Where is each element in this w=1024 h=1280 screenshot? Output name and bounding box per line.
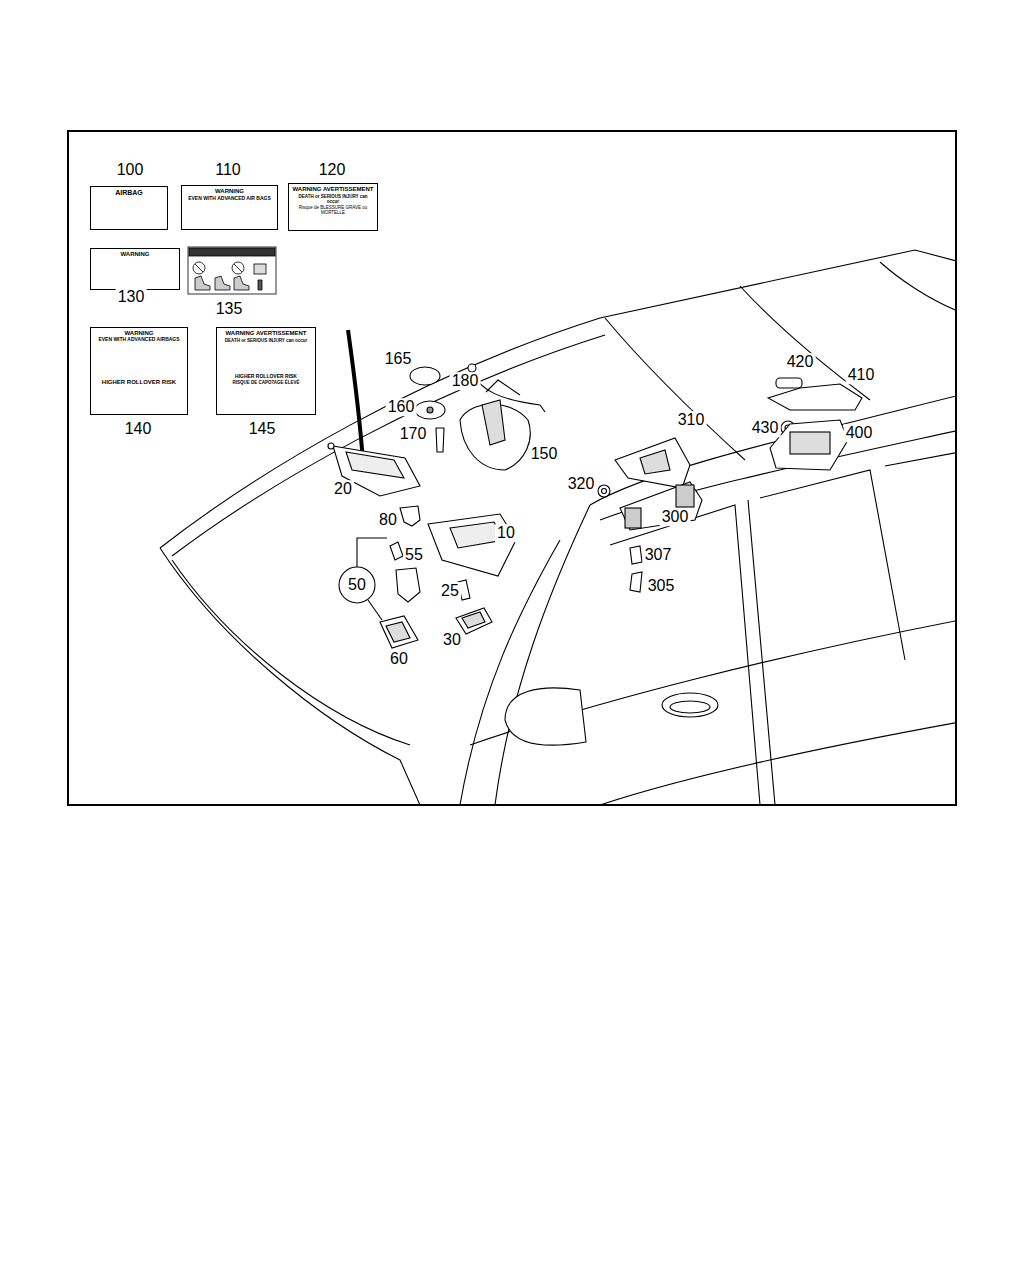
label-text: HIGHER ROLLOVER RISK (94, 379, 184, 386)
callout-number: 140 (123, 420, 154, 438)
parts (328, 330, 862, 648)
callout-number: 320 (566, 475, 597, 493)
warning-label: WARNING AVERTISSEMENTDEATH or SERIOUS IN… (216, 327, 316, 415)
label-text: WARNING (185, 188, 274, 195)
callout-number: 55 (403, 546, 425, 564)
car-outline (160, 250, 955, 804)
label-text: HIGHER ROLLOVER RISK (220, 374, 312, 380)
label-text: RISQUE DE CAPOTAGE ÉLEVÉ (220, 380, 312, 385)
callout-number: 80 (377, 511, 399, 529)
callout-number: 130 (116, 288, 147, 306)
callout-number: 145 (247, 420, 278, 438)
callout-number: 100 (115, 161, 146, 179)
warning-label: WARNINGEVEN WITH ADVANCED AIRBAGS HIGHER … (90, 327, 188, 415)
callout-number: 120 (317, 161, 348, 179)
warning-label: AIRBAG (90, 186, 168, 230)
callout-number: 400 (844, 424, 875, 442)
callout-number: 420 (785, 353, 816, 371)
callout-number: 307 (643, 546, 674, 564)
label-text: WARNING (94, 330, 184, 337)
warning-label: WARNINGEVEN WITH ADVANCED AIR BAGS (181, 185, 278, 230)
callout-number: 20 (332, 480, 354, 498)
label-text: AIRBAG (94, 189, 164, 197)
callout-number: 110 (213, 161, 243, 179)
callout-number: 410 (846, 366, 877, 384)
label-text: DEATH or SERIOUS INJURY can occur (292, 194, 374, 204)
label-text: EVEN WITH ADVANCED AIRBAGS (94, 337, 184, 343)
callout-number: 25 (439, 582, 461, 600)
callout-number: 170 (398, 425, 429, 443)
callout-number: 160 (386, 398, 417, 416)
callout-number: 30 (441, 631, 463, 649)
label-text: WARNING AVERTISSEMENT (292, 186, 374, 193)
callout-number: 50 (346, 576, 368, 594)
warning-label: WARNING (90, 248, 180, 290)
label-text: DEATH or SERIOUS INJURY can occur (220, 338, 312, 343)
frame (68, 131, 956, 805)
label-text: EVEN WITH ADVANCED AIR BAGS (185, 196, 274, 202)
callout-number: 430 (750, 419, 781, 437)
callout-number: 10 (495, 524, 517, 542)
label-text: Risque de BLESSURE GRAVE ou MORTELLE (292, 205, 374, 215)
label-text: WARNING (94, 251, 176, 258)
callout-number: 180 (450, 372, 481, 390)
callout-number: 310 (676, 411, 707, 429)
callout-number: 300 (660, 508, 691, 526)
callout-number: 150 (529, 445, 560, 463)
callout-number: 135 (214, 300, 245, 318)
callout-number: 60 (388, 650, 410, 668)
label-text: WARNING AVERTISSEMENT (220, 330, 312, 337)
callout-number: 305 (646, 577, 677, 595)
warning-label: WARNING AVERTISSEMENTDEATH or SERIOUS IN… (288, 183, 378, 231)
callout-number: 165 (383, 350, 414, 368)
